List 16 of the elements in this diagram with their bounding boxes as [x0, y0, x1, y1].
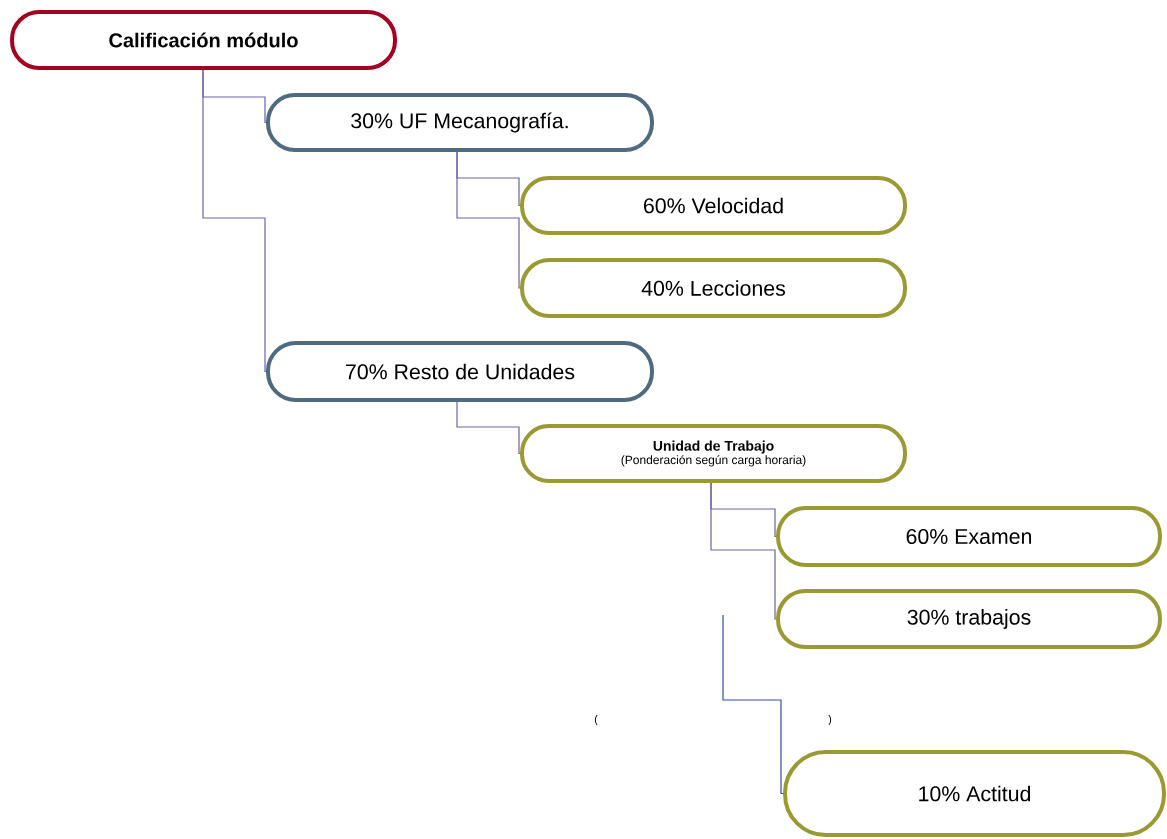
connector-line: [710, 482, 777, 620]
connector-line: [202, 69, 267, 373]
rounded-box: 60% Velocidad: [520, 176, 907, 235]
rounded-box: 60% Examen: [776, 506, 1162, 567]
rounded-box: Unidad de Trabajo (Ponderación según carga horaria): [520, 424, 907, 483]
connector-line: [456, 401, 521, 455]
rounded-box: 10% Actitud: [783, 750, 1166, 837]
bracket-mark: ): [828, 715, 832, 725]
rounded-box: 30% trabajos: [776, 589, 1162, 649]
rounded-box: Calificación módulo: [10, 10, 397, 70]
rounded-box: 30% UF Mecanografía.: [266, 93, 654, 152]
bracket-mark: (: [594, 715, 598, 725]
connector-line: [722, 614, 784, 795]
rounded-box: 70% Resto de Unidades: [266, 341, 654, 402]
rounded-box: 40% Lecciones: [520, 258, 907, 318]
connector-line: [456, 151, 521, 289]
